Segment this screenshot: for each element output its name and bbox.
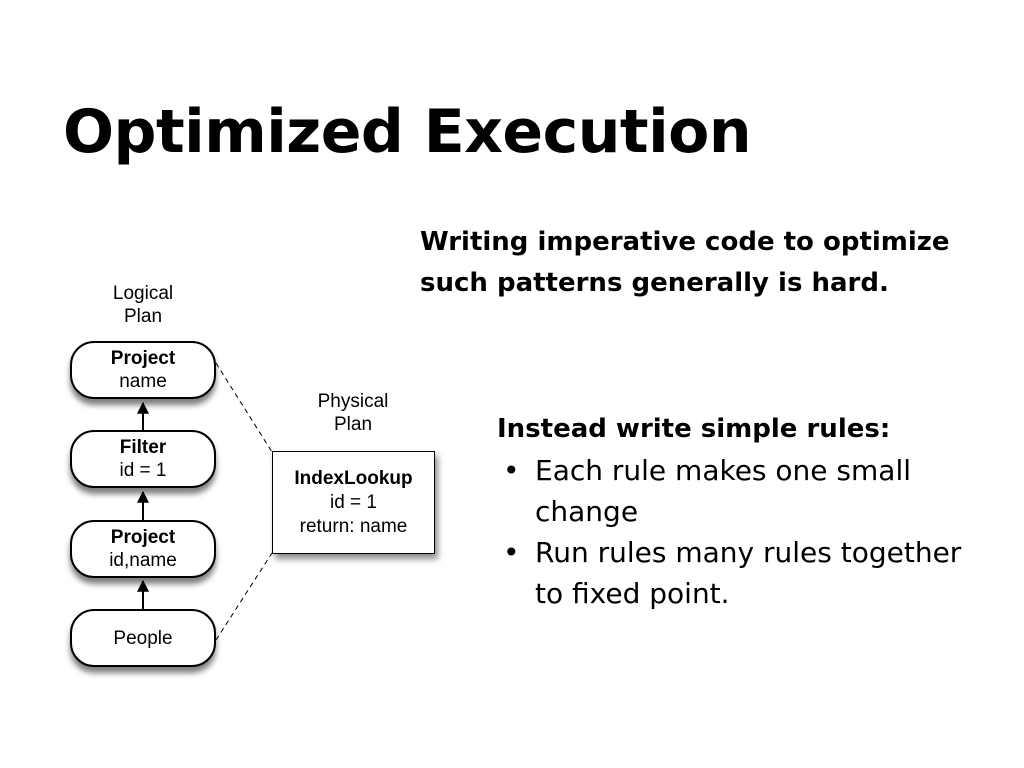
statement-line-2: such patterns generally is hard.: [420, 268, 889, 298]
logical-plan-label-line-1: Logical: [112, 283, 174, 304]
physical-node-indexlookup: IndexLookup id = 1 return: name: [272, 451, 435, 554]
node-3-detail: id,name: [109, 550, 177, 571]
node-2-op: Filter: [119, 437, 167, 458]
logical-plan-label: Logical Plan: [92, 282, 194, 328]
rules-heading: Instead write simple rules:: [497, 414, 891, 444]
dashed-top-connector: [215, 362, 273, 453]
physical-plan-label: Physical Plan: [302, 390, 404, 436]
dashed-bottom-connector: [215, 552, 273, 641]
logical-node-project-id-name: Project id,name: [70, 520, 216, 578]
logical-node-project-name: Project name: [70, 341, 216, 399]
node-1-op: Project: [110, 348, 176, 369]
node-4-detail: People: [113, 627, 173, 649]
slide-title: Optimized Execution: [63, 97, 752, 167]
statement: Writing imperative code to optimize such…: [420, 222, 1000, 304]
rules-list: Each rule makes one small change Run rul…: [497, 450, 1007, 614]
rule-1-line-2: change: [535, 495, 639, 528]
rule-1-line-1: Each rule makes one small: [535, 454, 912, 487]
rule-2-line-1: Run rules many rules together: [535, 536, 962, 569]
statement-line-1: Writing imperative code to optimize: [420, 227, 950, 257]
physical-node-op: IndexLookup: [294, 467, 413, 489]
rule-bullet-2: Run rules many rules together to fixed p…: [497, 532, 1007, 614]
rule-2-line-2: to fixed point.: [535, 577, 730, 610]
physical-node-detail-2: return: name: [299, 515, 408, 537]
physical-plan-label-line-2: Plan: [333, 414, 373, 435]
node-2-detail: id = 1: [119, 460, 167, 481]
physical-node-detail-1: id = 1: [329, 491, 377, 513]
logical-node-filter: Filter id = 1: [70, 430, 216, 488]
logical-plan-label-line-2: Plan: [123, 306, 163, 327]
physical-plan-label-line-1: Physical: [317, 391, 389, 412]
node-3-op: Project: [110, 527, 176, 548]
node-1-detail: name: [119, 371, 167, 392]
rule-bullet-1: Each rule makes one small change: [497, 450, 1007, 532]
rules-section: Instead write simple rules: Each rule ma…: [497, 409, 1007, 614]
logical-node-people: People: [70, 609, 216, 667]
